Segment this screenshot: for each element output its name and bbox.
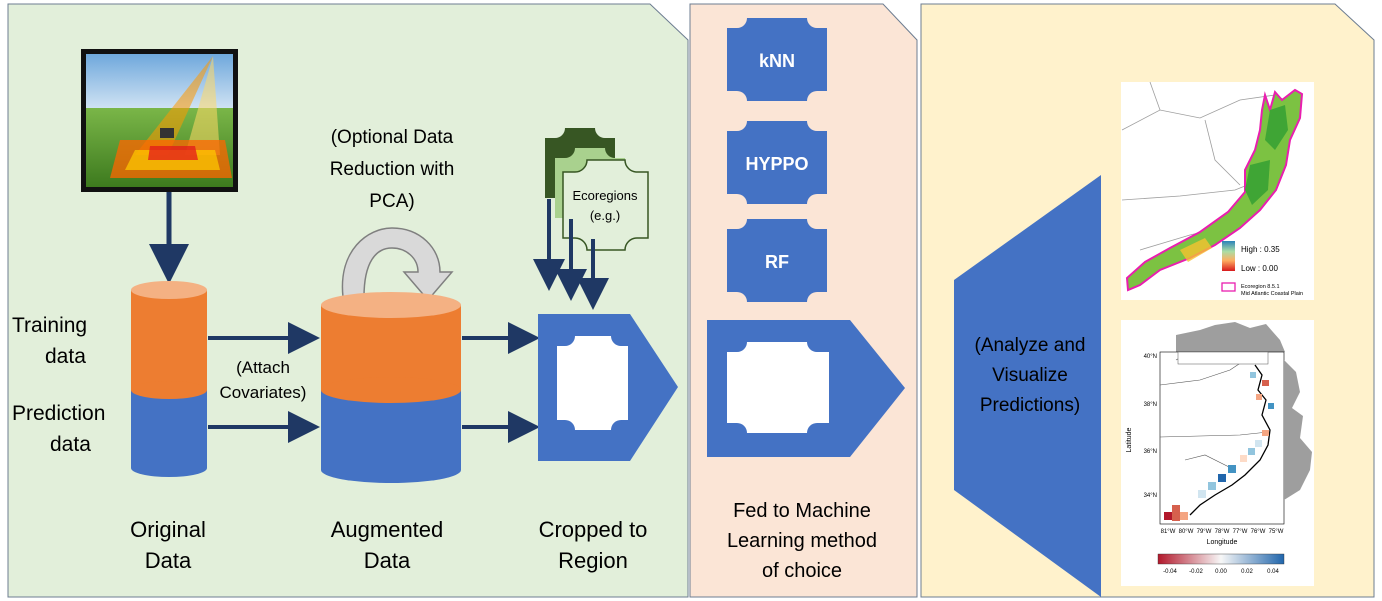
lat-tick-labels: 40°N 38°N 36°N 34°N xyxy=(1144,354,1157,499)
ecoregions-label-line2: (e.g.) xyxy=(590,208,620,223)
prediction-legend-low: Low : 0.00 xyxy=(1241,264,1278,273)
lon-tick: 78°W xyxy=(1215,529,1230,535)
lat-tick: 40°N xyxy=(1144,354,1157,360)
ml-caption-line3: of choice xyxy=(762,560,842,582)
prediction-data-label: Prediction xyxy=(12,402,105,425)
attach-covariates-label: (Attach xyxy=(236,358,290,377)
ecoregions-stack: Ecoregions (e.g.) xyxy=(545,128,649,251)
lon-tick: 77°W xyxy=(1233,529,1248,535)
method-rf-label: RF xyxy=(765,252,789,272)
lon-tick: 76°W xyxy=(1251,529,1266,535)
prediction-legend-ecoregion: Ecoregion 8.5.1 xyxy=(1241,284,1280,290)
ml-model-shape xyxy=(707,320,905,457)
pca-label-line3: PCA) xyxy=(369,191,414,212)
colorbar-tick: 0.04 xyxy=(1267,569,1279,575)
analyze-caption-line3: Predictions) xyxy=(980,395,1080,416)
ml-caption: Fed to Machine xyxy=(733,500,871,522)
panel-machine-learning: kNN HYPPO RF Fed to Machine Learning met… xyxy=(689,3,918,598)
prediction-legend-high: High : 0.35 xyxy=(1241,245,1280,254)
latitude-axis-label: Latitude xyxy=(1126,427,1133,452)
cropped-region-shape xyxy=(538,314,678,461)
pca-label-line2: Reduction with xyxy=(330,159,455,180)
ml-caption-line2: Learning method xyxy=(727,530,877,552)
method-rf-box: RF xyxy=(727,219,827,302)
cropped-region-caption-line2: Region xyxy=(558,548,628,573)
attach-covariates-label-line2: Covariates) xyxy=(220,383,307,402)
panel-data-preparation: Training data Prediction data Original D… xyxy=(7,3,689,598)
original-data-caption-line2: Data xyxy=(145,548,192,573)
prediction-legend-ecoregion-line2: Mid Atlantic Coastal Plain xyxy=(1241,291,1303,297)
prediction-legend-colorbar xyxy=(1222,241,1235,271)
method-knn-label: kNN xyxy=(759,51,795,71)
augmented-data-cylinder xyxy=(321,292,461,483)
colorbar-tick: 0.02 xyxy=(1241,569,1253,575)
longitude-axis-label: Longitude xyxy=(1207,539,1238,546)
top-marginal-density xyxy=(1176,322,1285,352)
lat-tick: 34°N xyxy=(1144,493,1157,499)
original-data-cylinder xyxy=(131,281,207,477)
field-sensor-photo xyxy=(81,49,238,192)
lon-tick: 80°W xyxy=(1179,529,1194,535)
method-hyppo-label: HYPPO xyxy=(745,154,808,174)
lon-tick: 79°W xyxy=(1197,529,1212,535)
lat-tick: 36°N xyxy=(1144,449,1157,455)
right-marginal-density xyxy=(1284,360,1312,500)
training-data-label-line2: data xyxy=(45,345,86,368)
method-knn-box: kNN xyxy=(727,18,827,101)
augmented-data-caption-line2: Data xyxy=(364,548,411,573)
prediction-map: High : 0.35 Low : 0.00 Ecoregion 8.5.1 M… xyxy=(1121,81,1314,300)
lon-tick: 75°W xyxy=(1269,529,1284,535)
colorbar-tick: -0.04 xyxy=(1163,569,1177,575)
lon-tick: 81°W xyxy=(1161,529,1176,535)
colorbar-tick: 0.00 xyxy=(1215,569,1227,575)
lon-tick-labels: 81°W 80°W 79°W 78°W 77°W 76°W 75°W xyxy=(1161,529,1284,535)
cropped-region-caption: Cropped to xyxy=(539,517,648,542)
augmented-data-caption: Augmented xyxy=(331,517,444,542)
method-hyppo-box: HYPPO xyxy=(727,121,827,204)
analyze-caption: (Analyze and xyxy=(975,335,1086,356)
colorbar-tick: -0.02 xyxy=(1189,569,1203,575)
difference-map-frame xyxy=(1159,351,1285,525)
pca-loop-arrow xyxy=(341,227,454,302)
pca-label: (Optional Data xyxy=(331,127,454,148)
difference-colorbar xyxy=(1157,553,1285,565)
training-data-label: Training xyxy=(12,314,87,337)
analyze-caption-line2: Visualize xyxy=(992,365,1068,386)
ecoregions-label: Ecoregions xyxy=(572,188,638,203)
prediction-data-label-line2: data xyxy=(50,433,91,456)
original-data-caption: Original xyxy=(130,517,206,542)
difference-map: 40°N 38°N 36°N 34°N 81°W 80°W 79°W 78°W … xyxy=(1121,320,1314,586)
panel-analysis: (Analyze and Visualize Predictions) High… xyxy=(920,3,1375,598)
analyze-trapezoid xyxy=(954,175,1101,597)
lat-tick: 38°N xyxy=(1144,402,1157,408)
